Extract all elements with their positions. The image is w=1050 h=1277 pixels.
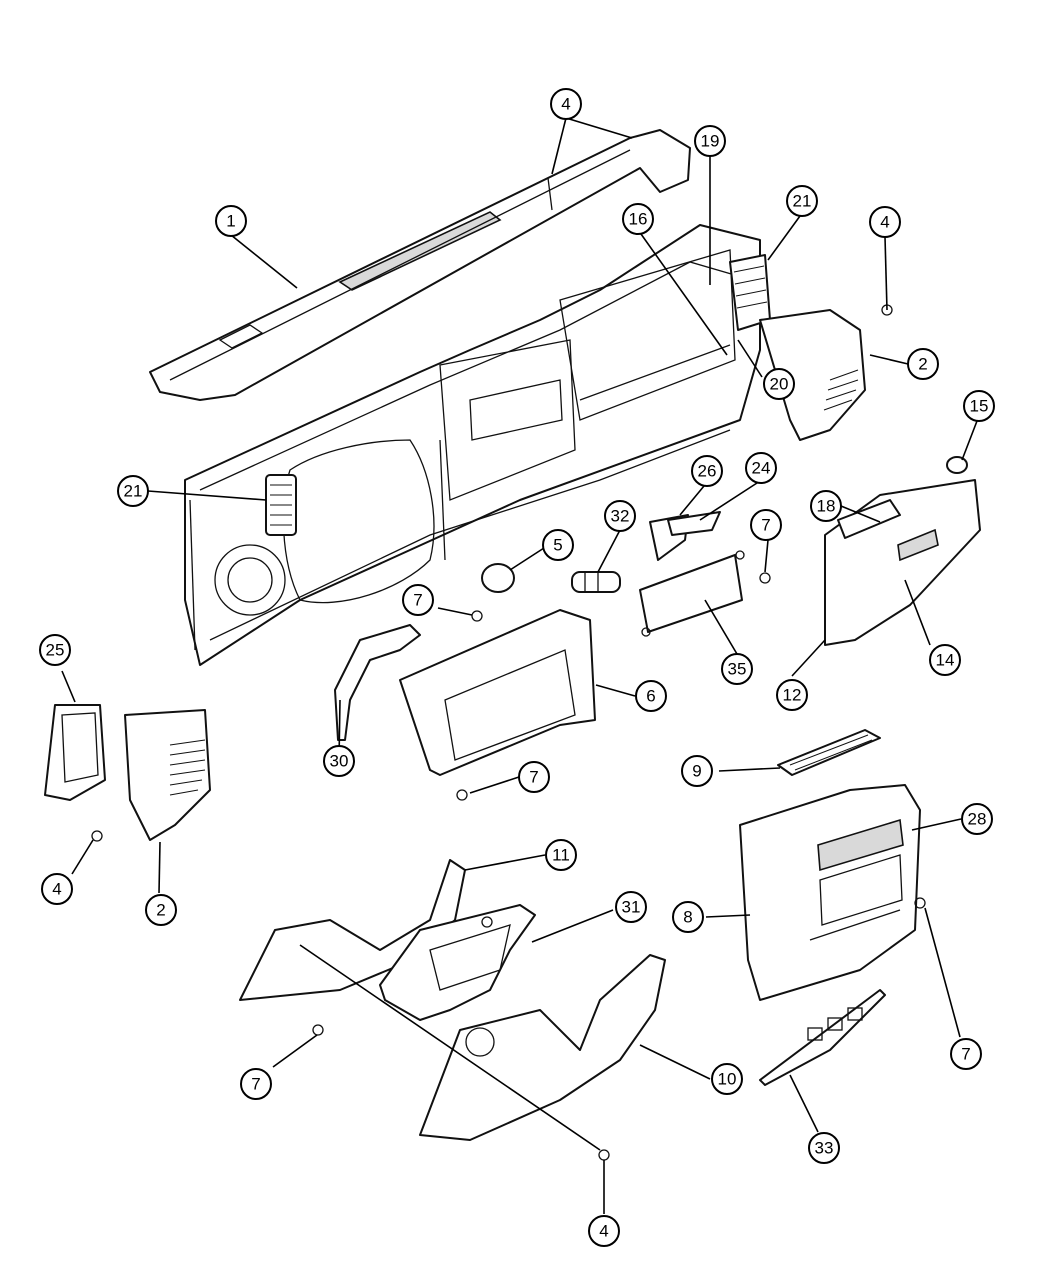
- svg-text:21: 21: [793, 192, 812, 211]
- svg-text:33: 33: [815, 1139, 834, 1158]
- svg-text:7: 7: [251, 1075, 260, 1094]
- callout-7: 7: [518, 761, 550, 793]
- callout-6: 6: [635, 680, 667, 712]
- svg-text:35: 35: [728, 660, 747, 679]
- part-33-switch-bezel: [759, 989, 886, 1086]
- svg-text:30: 30: [330, 752, 349, 771]
- part-8-center-bezel: [739, 784, 921, 1001]
- callout-25: 25: [39, 634, 71, 666]
- part-21-right-vent: [729, 254, 771, 331]
- part-15-bumper: [946, 456, 968, 474]
- svg-text:8: 8: [683, 908, 692, 927]
- part-12-glove-box: [824, 479, 981, 646]
- svg-text:18: 18: [817, 497, 836, 516]
- callout-11: 11: [545, 839, 577, 871]
- svg-text:24: 24: [752, 459, 771, 478]
- callouts: 1 4 19 21 16 4 2 20 15 21 26 24 18 32 5 …: [39, 88, 995, 1247]
- part-10-knee-bolster: [419, 954, 666, 1141]
- callout-4: 4: [41, 873, 73, 905]
- callout-32: 32: [604, 500, 636, 532]
- callout-4: 4: [869, 206, 901, 238]
- svg-text:4: 4: [561, 95, 570, 114]
- callout-24: 24: [745, 452, 777, 484]
- svg-text:21: 21: [124, 482, 143, 501]
- callout-2: 2: [907, 348, 939, 380]
- part-25-bracket: [44, 704, 106, 801]
- callout-7: 7: [750, 509, 782, 541]
- callout-4: 4: [588, 1215, 620, 1247]
- part-9-grille: [777, 729, 881, 776]
- callout-2: 2: [145, 894, 177, 926]
- svg-text:9: 9: [692, 762, 701, 781]
- screws: [91, 304, 926, 1161]
- callout-33: 33: [808, 1132, 840, 1164]
- callout-7: 7: [950, 1038, 982, 1070]
- callout-16: 16: [622, 203, 654, 235]
- svg-text:7: 7: [761, 516, 770, 535]
- callout-9: 9: [681, 755, 713, 787]
- svg-text:28: 28: [968, 810, 987, 829]
- part-5-knob: [481, 563, 515, 593]
- callout-21: 21: [786, 185, 818, 217]
- part-6-cluster-bezel: [399, 609, 596, 776]
- callout-18: 18: [810, 490, 842, 522]
- callout-30: 30: [323, 745, 355, 777]
- svg-text:20: 20: [770, 375, 789, 394]
- part-35-panel: [639, 550, 745, 637]
- part-31-bezel: [379, 904, 536, 1021]
- callout-19: 19: [694, 125, 726, 157]
- svg-text:2: 2: [156, 901, 165, 920]
- callout-35: 35: [721, 653, 753, 685]
- part-2-left-end-cap: [124, 709, 211, 841]
- callout-20: 20: [763, 368, 795, 400]
- svg-text:26: 26: [698, 462, 717, 481]
- svg-text:31: 31: [622, 898, 641, 917]
- callout-21: 21: [117, 475, 149, 507]
- callout-7: 7: [402, 584, 434, 616]
- svg-text:2: 2: [918, 355, 927, 374]
- callout-28: 28: [961, 803, 993, 835]
- svg-text:7: 7: [961, 1045, 970, 1064]
- svg-text:14: 14: [936, 651, 955, 670]
- svg-text:6: 6: [646, 687, 655, 706]
- svg-text:5: 5: [553, 536, 562, 555]
- callout-10: 10: [711, 1063, 743, 1095]
- callout-7: 7: [240, 1068, 272, 1100]
- callout-8: 8: [672, 901, 704, 933]
- callout-4: 4: [550, 88, 582, 120]
- callout-12: 12: [776, 679, 808, 711]
- part-32-switch: [571, 571, 621, 593]
- svg-text:4: 4: [52, 880, 61, 899]
- callout-15: 15: [963, 390, 995, 422]
- svg-text:19: 19: [701, 132, 720, 151]
- svg-text:32: 32: [611, 507, 630, 526]
- part-30-trim: [334, 624, 421, 741]
- callout-1: 1: [215, 205, 247, 237]
- part-dash-top-pad: [149, 129, 691, 401]
- callout-5: 5: [542, 529, 574, 561]
- svg-text:1: 1: [226, 212, 235, 231]
- callout-31: 31: [615, 891, 647, 923]
- svg-text:12: 12: [783, 686, 802, 705]
- svg-text:7: 7: [413, 591, 422, 610]
- svg-text:10: 10: [718, 1070, 737, 1089]
- part-2-right-end-cap: [759, 309, 866, 441]
- leader-lines: [61, 117, 978, 1214]
- part-21-left-vent: [265, 474, 297, 536]
- callout-14: 14: [929, 644, 961, 676]
- callout-26: 26: [691, 455, 723, 487]
- svg-text:4: 4: [880, 213, 889, 232]
- part-11-bracket: [239, 859, 466, 1001]
- svg-text:16: 16: [629, 210, 648, 229]
- svg-text:11: 11: [552, 846, 570, 865]
- svg-text:15: 15: [970, 397, 989, 416]
- svg-text:25: 25: [46, 641, 65, 660]
- svg-text:4: 4: [599, 1222, 608, 1241]
- part-24-cover: [667, 511, 721, 536]
- svg-text:7: 7: [529, 768, 538, 787]
